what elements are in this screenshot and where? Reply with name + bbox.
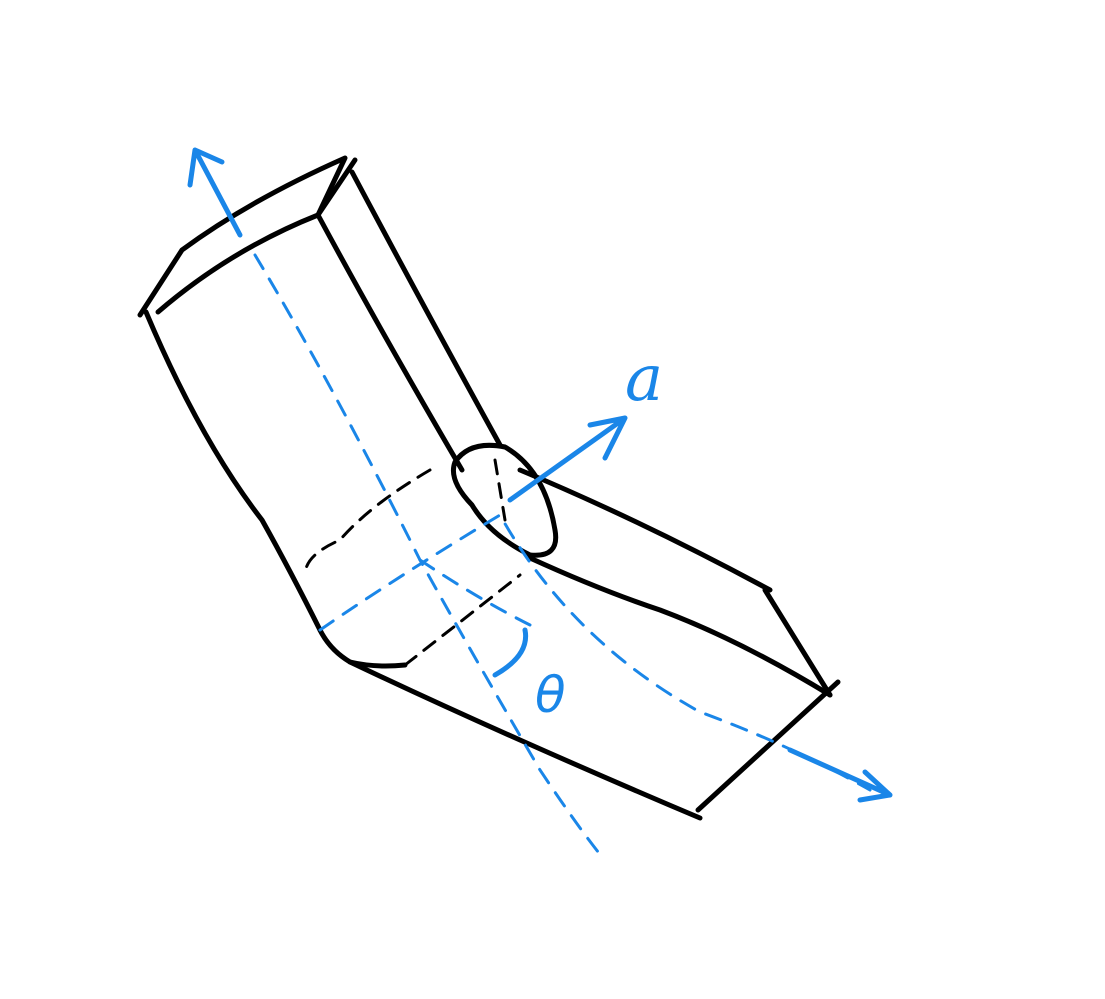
vector-a-label: a	[625, 342, 663, 416]
upper-end-face	[137, 155, 348, 318]
upper-pipe-segment	[137, 155, 503, 633]
lower-axis-dashed	[318, 512, 872, 792]
angle-arc	[492, 627, 529, 678]
hidden-edge-top	[303, 468, 432, 577]
hidden-edge-bottom	[403, 573, 522, 667]
bend-connector-dashed	[418, 558, 532, 627]
joint-ellipse	[450, 442, 559, 558]
upper-left-edge	[143, 309, 323, 633]
bend-outer-curve	[317, 627, 408, 669]
vector-a-arrow	[507, 415, 628, 503]
lower-top-edge	[517, 467, 773, 593]
bend-joint	[303, 442, 559, 669]
upper-axis-arrow	[187, 147, 243, 238]
lower-end-face-top	[762, 587, 833, 698]
lower-end-face-bottom	[695, 679, 841, 813]
upper-right-edge	[349, 169, 503, 448]
upper-axis-dashed	[253, 253, 605, 860]
lower-middle-edge	[527, 555, 833, 698]
axes	[187, 147, 893, 860]
upper-middle-edge	[315, 212, 465, 473]
lower-pipe-segment	[347, 467, 841, 821]
angle-theta-label: θ	[535, 666, 566, 724]
lower-bottom-edge	[347, 659, 703, 821]
hidden-inner-cross	[493, 458, 507, 522]
upper-top-edge-right	[315, 157, 358, 218]
lower-axis-arrow	[787, 747, 893, 803]
